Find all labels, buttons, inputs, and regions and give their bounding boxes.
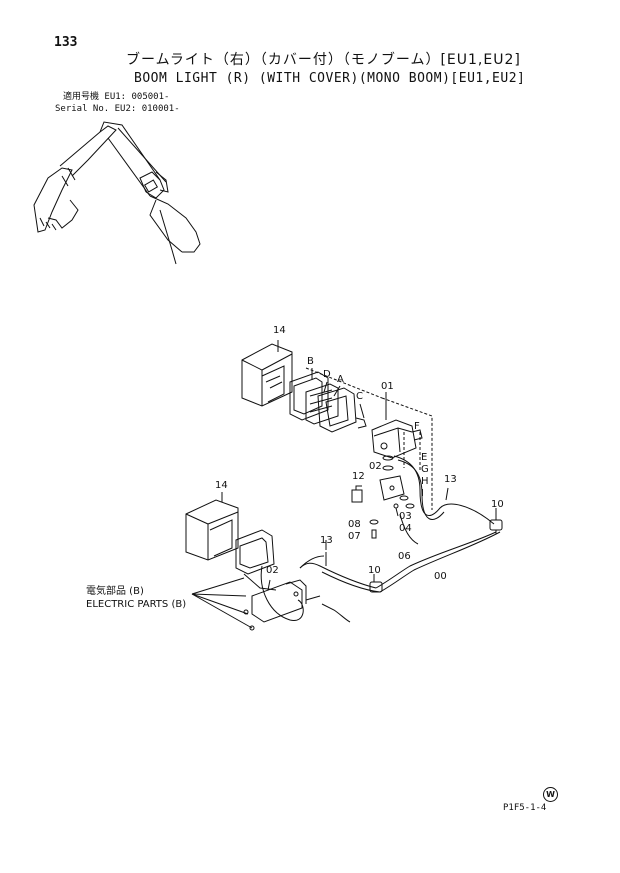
callout-10-right: 10 [491,499,504,510]
callout-leader-ticks [221,340,497,591]
electric-parts-label-en: ELECTRIC PARTS (B) [86,599,187,610]
callout-f: F [414,421,420,432]
callout-a: A [337,374,344,385]
electric-parts-label-ja: 電気部品 (B) [86,586,144,597]
callout-e: E [421,452,428,463]
callout-13-right: 13 [444,474,457,485]
bolt-08-07 [369,519,379,539]
page-title-japanese: ブームライト（右）（カバー付）（モノブーム）[EU1,EU2] [126,52,521,68]
callout-b: B [307,356,314,367]
lens-d [305,383,339,425]
page-code: P1F5-1-4 [503,803,547,813]
callout-i: I [421,488,424,499]
connector-10-middle [369,581,383,593]
light-bracket-01 [371,419,423,459]
bracket-02-lower [251,579,307,623]
page-title-english: BOOM LIGHT (R) (WITH COVER)(MONO BOOM)[E… [134,71,526,86]
callout-12: 12 [352,471,365,482]
light-cover-lower [185,499,239,561]
serial-line-2: Serial No. EU2: 010001- [55,104,180,114]
callout-01: 01 [381,381,394,392]
page-number: 133 [54,35,78,50]
callout-08: 08 [348,519,361,530]
callout-02-upper: 02 [369,461,382,472]
excavator-arm-thumbnail [33,121,201,265]
callout-02-lower: 02 [266,565,279,576]
callout-d: D [323,369,331,380]
callout-14-lower: 14 [215,480,228,491]
harness-upper [393,455,495,545]
callout-03: 03 [399,511,412,522]
w-mark-icon: W [543,787,558,802]
callout-04: 04 [399,523,412,534]
callout-07: 07 [348,531,361,542]
main-harness-00 [299,531,501,593]
callout-14-upper: 14 [273,325,286,336]
callout-06: 06 [398,551,411,562]
light-cover-upper [241,343,293,407]
harness-13-left [299,552,327,569]
gasket-b [289,371,329,421]
callout-g: G [421,464,429,475]
callout-13-left: 13 [320,535,333,546]
electric-parts-leaders [191,577,255,631]
callout-10-middle: 10 [368,565,381,576]
fastener-set [379,455,415,517]
serial-line-1: 適用号機 EU1: 005001- [63,92,170,102]
harness-lower-loop [260,565,351,623]
callout-00: 00 [434,571,447,582]
connector-10-right [489,516,503,534]
clip-12 [351,485,363,503]
lamp-body-a [317,387,367,433]
callout-h: H [421,476,429,487]
callout-c: C [356,391,363,402]
